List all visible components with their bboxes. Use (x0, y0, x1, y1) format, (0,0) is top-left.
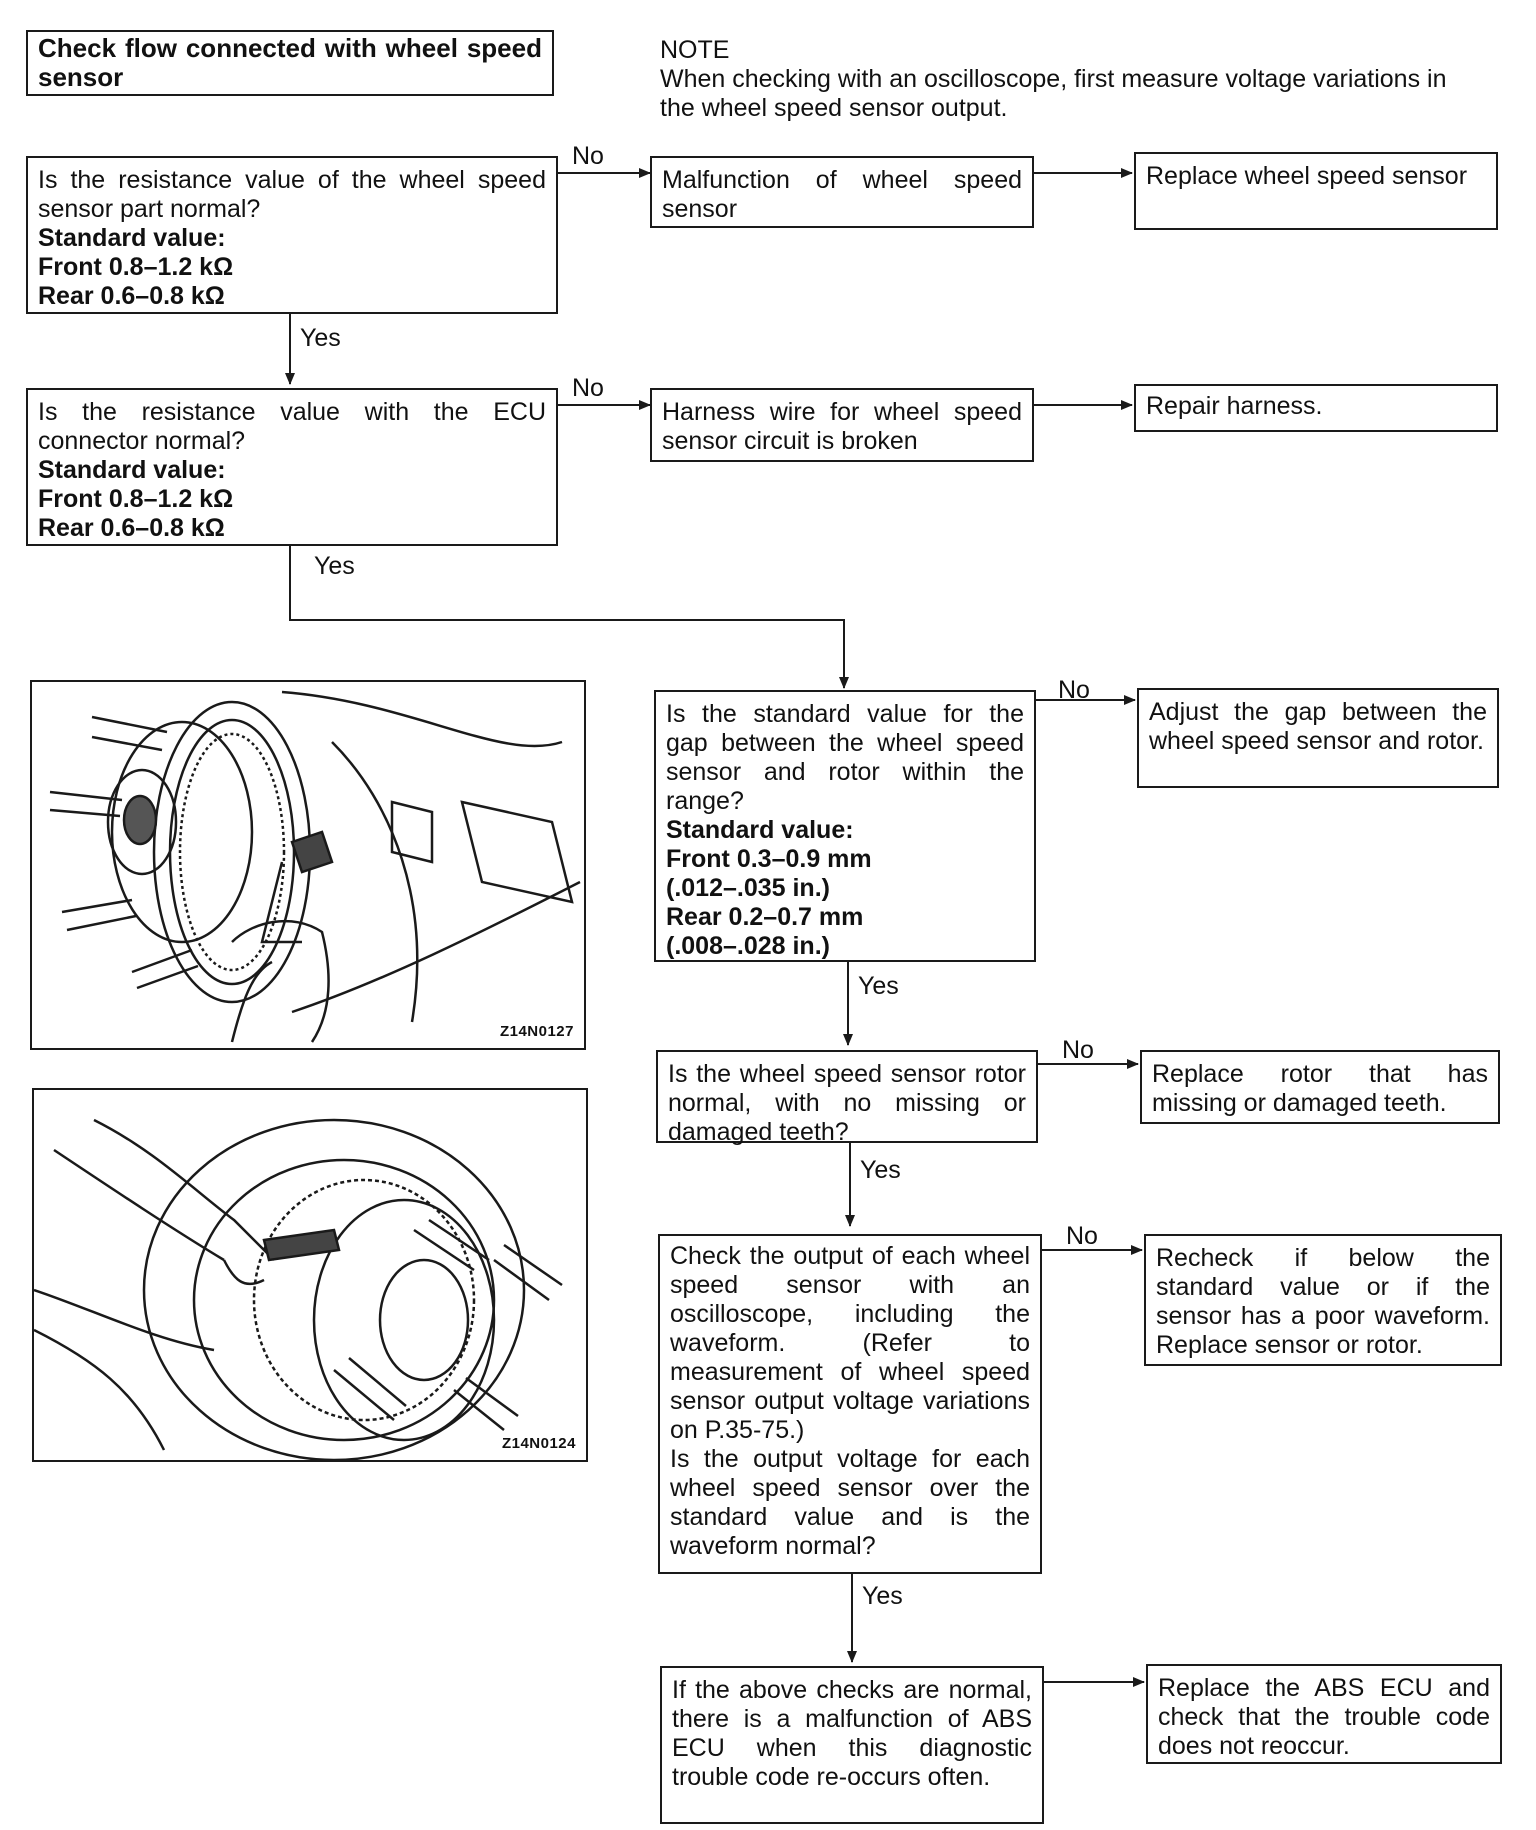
step-3-standard-rear: Rear 0.2–0.7 mm (666, 903, 864, 931)
note-heading: NOTE (660, 36, 730, 64)
figure-1-code: Z14N0127 (499, 1023, 574, 1040)
figure-2-code: Z14N0124 (501, 1435, 576, 1452)
step-1-cause-box: Malfunction of wheel speed sensor (650, 156, 1034, 228)
step-3-action: Adjust the gap between the wheel speed s… (1149, 698, 1487, 755)
step-2-cause: Harness wire for wheel speed sensor circ… (662, 398, 1022, 455)
step-3-standard-front: Front 0.3–0.9 mm (666, 845, 872, 873)
label-no-3: No (1058, 676, 1090, 704)
step-6-action-box: Replace the ABS ECU and check that the t… (1146, 1664, 1502, 1764)
step-1-standard-front: Front 0.8–1.2 kΩ (38, 253, 234, 281)
label-no-2: No (572, 374, 604, 402)
step-6-question-box: If the above checks are normal, there is… (660, 1666, 1044, 1824)
label-yes-4: Yes (860, 1156, 901, 1184)
step-2-question-box: Is the resistance value with the ECU con… (26, 388, 558, 546)
label-yes-3: Yes (858, 972, 899, 1000)
step-1-standard-rear: Rear 0.6–0.8 kΩ (38, 282, 225, 310)
step-2-standard-heading: Standard value: (38, 456, 226, 484)
step-2-action: Repair harness. (1146, 392, 1323, 420)
step-1-standard-heading: Standard value: (38, 224, 226, 252)
step-1-action: Replace wheel speed sensor (1146, 162, 1468, 190)
note-text: When checking with an oscilloscope, firs… (660, 65, 1447, 122)
step-1-question-box: Is the resistance value of the wheel spe… (26, 156, 558, 314)
figure-front-sensor-gap: Z14N0127 (30, 680, 586, 1050)
step-5-question-box: Check the output of each wheel speed sen… (658, 1234, 1042, 1574)
step-4-question: Is the wheel speed sensor rotor normal, … (668, 1060, 1026, 1146)
step-5-question-2: Is the output voltage for each wheel spe… (670, 1445, 1030, 1560)
rear-hub-illustration (34, 1118, 563, 1460)
arrow-yes-2 (289, 546, 849, 689)
step-1-action-box: Replace wheel speed sensor (1134, 152, 1498, 230)
step-1-question: Is the resistance value of the wheel spe… (38, 166, 546, 223)
step-3-standard-front-in: (.012–.035 in.) (666, 874, 830, 902)
step-4-action-box: Replace rotor that has missing or damage… (1140, 1050, 1500, 1124)
step-5-question: Check the output of each wheel speed sen… (670, 1242, 1030, 1444)
step-4-question-box: Is the wheel speed sensor rotor normal, … (656, 1050, 1038, 1146)
label-no-5: No (1066, 1222, 1098, 1250)
step-1-cause: Malfunction of wheel speed sensor (662, 166, 1022, 223)
step-2-cause-box: Harness wire for wheel speed sensor circ… (650, 388, 1034, 462)
step-3-standard-heading: Standard value: (666, 816, 854, 844)
step-4-action: Replace rotor that has missing or damage… (1152, 1060, 1488, 1117)
step-3-action-box: Adjust the gap between the wheel speed s… (1137, 688, 1499, 788)
step-3-question: Is the standard value for the gap betwee… (666, 700, 1024, 815)
flow-title: Check flow connected with wheel speed se… (26, 30, 554, 96)
label-yes-5: Yes (862, 1582, 903, 1610)
step-3-question-box: Is the standard value for the gap betwee… (654, 690, 1036, 962)
step-2-standard-front: Front 0.8–1.2 kΩ (38, 485, 234, 513)
step-2-standard-rear: Rear 0.6–0.8 kΩ (38, 514, 225, 542)
step-6-question: If the above checks are normal, there is… (672, 1676, 1032, 1791)
step-5-action: Recheck if below the standard value or i… (1156, 1244, 1490, 1359)
label-no-4: No (1062, 1036, 1094, 1064)
note-block: NOTE When checking with an oscilloscope,… (660, 36, 1480, 123)
label-yes-1: Yes (300, 324, 341, 352)
figure-rear-rotor-check: Z14N0124 (32, 1088, 588, 1462)
label-yes-2: Yes (314, 552, 355, 580)
label-no-1: No (572, 142, 604, 170)
step-2-action-box: Repair harness. (1134, 384, 1498, 432)
step-3-standard-rear-in: (.008–.028 in.) (666, 932, 830, 960)
step-6-action: Replace the ABS ECU and check that the t… (1158, 1674, 1490, 1760)
step-2-question: Is the resistance value with the ECU con… (38, 398, 546, 455)
front-hub-illustration (49, 690, 581, 1043)
step-5-action-box: Recheck if below the standard value or i… (1144, 1234, 1502, 1366)
